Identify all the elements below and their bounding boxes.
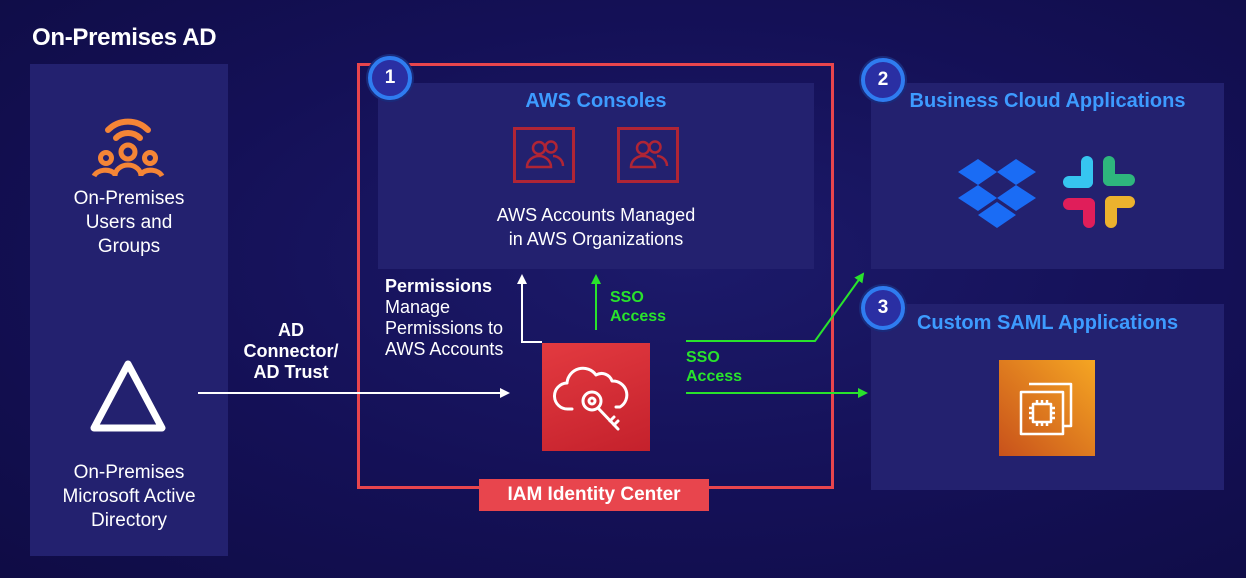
sso-right-line2: Access [686,368,743,385]
users-groups-icon [91,118,165,178]
permissions-line2: Permissions to [385,318,504,338]
iam-identity-center-icon [542,343,650,451]
cloud-key-icon [553,366,629,431]
permissions-title: Permissions [385,276,493,296]
badge-1: 1 [368,56,412,100]
sso-right-line1: SSO [686,349,720,366]
accounts-desc-line1: AWS Accounts Managed [496,205,696,225]
connector-line1: AD [278,320,304,340]
permissions-arrow [517,274,542,343]
aws-consoles-panel [378,83,814,269]
dropbox-icon [958,159,1036,228]
active-directory-icon [90,360,166,432]
business-cloud-title: Business Cloud Applications [909,90,1186,112]
connector-label: AD Connector/ AD Trust [226,320,356,383]
badge-2: 2 [861,58,905,102]
custom-saml-title: Custom SAML Applications [916,312,1179,334]
active-directory-label: On-Premises Microsoft Active Directory [62,462,196,531]
accounts-desc-line2: in AWS Organizations [508,229,684,249]
sso-up-line1: SSO [610,289,644,306]
connector-line3: AD Trust [253,362,329,382]
sso-up-line2: Access [610,308,667,325]
sso-access-right-label: SSO Access [686,348,742,386]
page-title: On-Premises AD [32,24,217,51]
account-group-icon [513,127,575,183]
badge-3: 3 [861,286,905,330]
permissions-line3: AWS Accounts [385,339,504,359]
slack-icon [1063,156,1135,228]
users-groups-label: On-Premises Users and Groups [73,188,185,257]
account-group-icon-2 [617,127,679,183]
sso-access-up-label: SSO Access [610,288,666,326]
aws-consoles-title: AWS Consoles [525,90,667,112]
iam-identity-center-label: IAM Identity Center [479,479,709,511]
permissions-text: Permissions Manage Permissions to AWS Ac… [385,276,503,360]
aws-accounts-description: AWS Accounts Managed in AWS Organization… [378,203,814,251]
ec2-chip-icon [999,360,1095,456]
sso-to-business-arrow [686,272,865,342]
connector-line2: Connector/ [243,341,339,361]
permissions-line1: Manage [385,297,451,317]
business-cloud-panel [871,83,1224,269]
